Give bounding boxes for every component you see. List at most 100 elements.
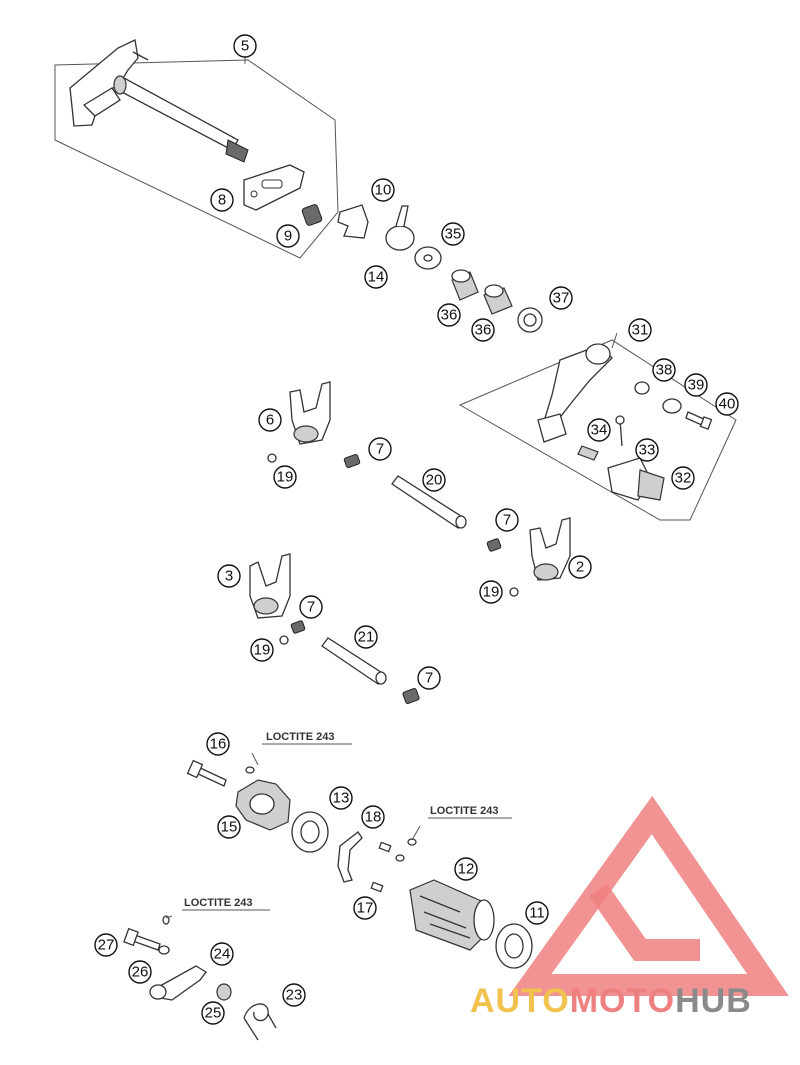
shift-fork-part-2	[529, 517, 571, 581]
svg-text:7: 7	[503, 512, 511, 529]
shift-lever-part	[537, 343, 613, 443]
svg-text:12: 12	[458, 861, 475, 878]
svg-text:34: 34	[591, 422, 608, 439]
watermark-text-hub: HUB	[675, 982, 752, 1020]
callout: 33	[635, 438, 659, 462]
shift-shaft-part	[69, 39, 249, 163]
bearing-inner	[300, 820, 320, 844]
callout: 10	[371, 178, 395, 202]
spring-part-7a	[343, 453, 361, 469]
svg-text:2: 2	[576, 559, 584, 576]
bolt-part-16	[186, 759, 227, 787]
svg-text:33: 33	[639, 442, 656, 459]
callout: 6	[258, 408, 282, 432]
watermark-logo-triangle	[508, 795, 789, 996]
svg-text:15: 15	[221, 819, 238, 836]
callout: 7	[368, 437, 392, 461]
callout: 8	[210, 188, 234, 212]
locking-lever-part-24	[149, 965, 207, 1001]
svg-text:10: 10	[375, 182, 392, 199]
callout: 26	[128, 960, 152, 984]
callout: 38	[652, 358, 676, 382]
loctite-note-2: LOCTITE 243	[430, 805, 498, 817]
callout: 35	[441, 222, 465, 246]
shift-fork-part-3	[249, 553, 291, 619]
washer-part-26	[158, 945, 170, 955]
callout: 32	[671, 466, 695, 490]
svg-text:32: 32	[675, 470, 692, 487]
pedal-pin-parts	[577, 415, 625, 461]
callout: 24	[210, 942, 234, 966]
callout: 19	[479, 580, 503, 604]
svg-text:7: 7	[376, 441, 384, 458]
watermark-text: AUTOMOTOHUB	[470, 982, 752, 1021]
washer-part-16b	[245, 766, 255, 774]
callout: 15	[217, 815, 241, 839]
svg-text:37: 37	[553, 290, 570, 307]
svg-text:38: 38	[656, 362, 673, 379]
footpeg-part-32	[607, 457, 665, 501]
svg-text:25: 25	[205, 1005, 222, 1022]
callout: 36	[437, 303, 461, 327]
callout: 9	[276, 224, 300, 248]
callout: 34	[587, 418, 611, 442]
svg-text:16: 16	[210, 736, 227, 753]
svg-text:36: 36	[475, 322, 492, 339]
svg-text:20: 20	[426, 472, 443, 489]
callout: 20	[422, 468, 446, 492]
svg-text:19: 19	[254, 642, 271, 659]
roller-part-25	[216, 983, 232, 1001]
leader-line-31	[611, 332, 618, 349]
leader-line-loctite-2	[411, 825, 421, 841]
spring-part-7d	[402, 688, 420, 704]
loctite-note-3: LOCTITE 243	[184, 897, 252, 909]
svg-text:39: 39	[688, 377, 705, 394]
washer-bolt-parts-38-40	[634, 381, 713, 430]
svg-text:27: 27	[98, 937, 115, 954]
callout: 21	[354, 625, 378, 649]
retaining-plate-part-18	[337, 831, 363, 883]
shift-shaft-group-frame	[54, 59, 339, 259]
ball-part-19a	[267, 453, 277, 463]
ring-hole	[523, 313, 537, 327]
callout: 2	[568, 555, 592, 579]
loctite-note-1: LOCTITE 243	[266, 731, 334, 743]
svg-text:7: 7	[425, 670, 433, 687]
svg-text:6: 6	[266, 412, 274, 429]
leader-line-loctite-3	[165, 915, 173, 919]
svg-text:17: 17	[357, 900, 374, 917]
spring-part-9	[301, 204, 323, 226]
shift-fork-part-6	[289, 381, 331, 445]
callout: 19	[273, 465, 297, 489]
callout: 19	[250, 638, 274, 662]
callout: 5	[233, 34, 257, 58]
callout: 40	[715, 392, 739, 416]
watermark-text-auto: AUTO	[470, 982, 570, 1020]
svg-text:40: 40	[719, 396, 736, 413]
bolt-part-27	[123, 927, 161, 951]
svg-text:14: 14	[368, 269, 385, 286]
callout: 17	[353, 896, 377, 920]
callout: 11	[525, 901, 549, 925]
svg-text:24: 24	[214, 946, 231, 963]
callout: 7	[417, 666, 441, 690]
ball-part-19c	[279, 635, 289, 645]
svg-text:18: 18	[365, 809, 382, 826]
callout: 39	[684, 373, 708, 397]
callout: 3	[217, 564, 241, 588]
shift-plate-part	[243, 164, 305, 211]
callout: 16	[206, 732, 230, 756]
screw-parts-17	[370, 838, 417, 893]
svg-text:19: 19	[483, 584, 500, 601]
callout: 37	[549, 286, 573, 310]
svg-text:35: 35	[445, 226, 462, 243]
svg-text:21: 21	[358, 629, 375, 646]
leader-line-loctite-1	[251, 752, 259, 766]
shift-drum-star-part-15	[235, 779, 291, 831]
callout: 23	[282, 983, 306, 1007]
svg-text:5: 5	[241, 38, 249, 55]
callout: 27	[94, 933, 118, 957]
callout: 36	[471, 318, 495, 342]
watermark-text-moto: MOTO	[569, 982, 676, 1020]
